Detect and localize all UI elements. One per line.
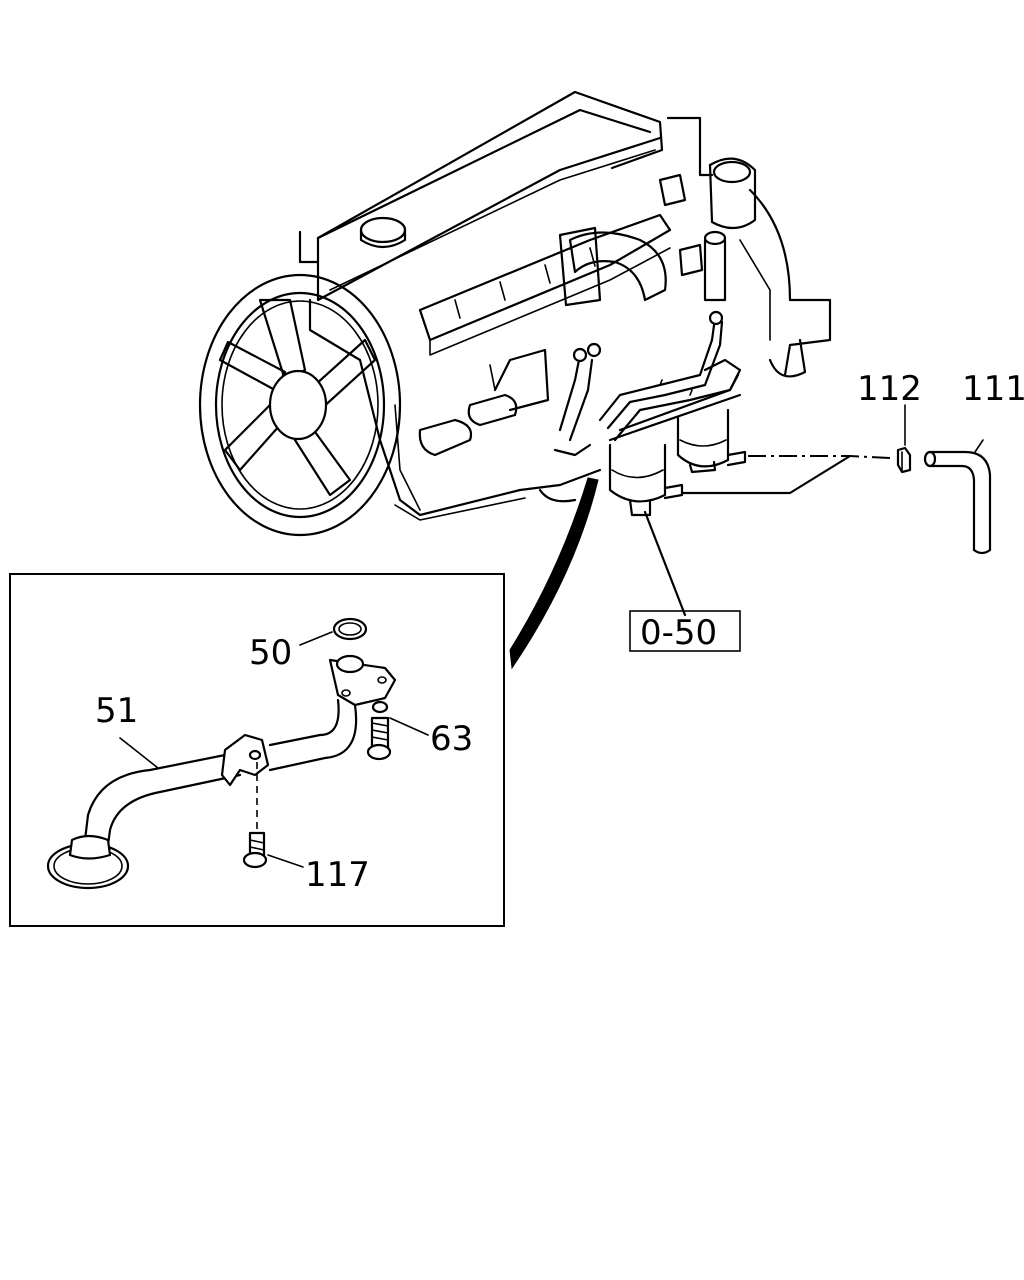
reference-label: 0-50 (640, 613, 717, 653)
part-label-63: 63 (430, 719, 473, 759)
part-label-111: 111 (962, 369, 1024, 409)
part-label-112: 112 (857, 369, 922, 409)
part-label-117: 117 (305, 855, 370, 895)
inset-detail (9, 573, 505, 927)
part-label-51: 51 (95, 691, 138, 731)
part-label-50: 50 (249, 633, 292, 673)
engine-assembly (198, 90, 832, 537)
reference-0-50[interactable]: 0-50 (629, 610, 741, 653)
leader-0-50 (643, 510, 687, 617)
connection-lines (680, 454, 891, 495)
hose-111 (923, 439, 992, 555)
callout-wedge (509, 477, 599, 670)
clip-112 (896, 404, 912, 474)
